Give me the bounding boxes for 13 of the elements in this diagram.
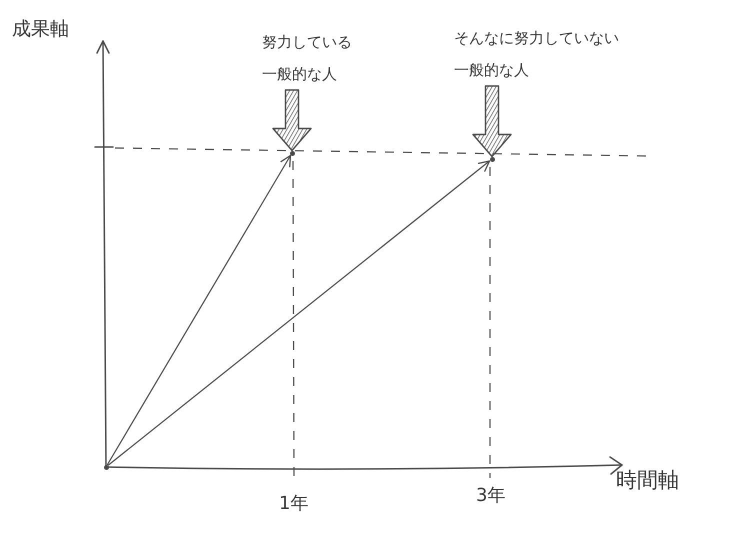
- arrow: [108, 160, 490, 466]
- annotation-text: 努力している一般的な人: [262, 26, 356, 90]
- axis-label: 時間軸: [616, 467, 679, 494]
- point-dot: [490, 156, 494, 162]
- tick-label: 3年: [476, 484, 506, 508]
- block-arrow: [272, 89, 312, 152]
- point-dot: [104, 464, 108, 470]
- annotation-text: そんなに努力していない一般的な人: [454, 22, 625, 86]
- point-dot: [290, 150, 294, 156]
- block-arrow: [472, 85, 512, 158]
- tick-label: 1年: [279, 492, 308, 516]
- arrow: [106, 154, 292, 466]
- axis-label: 成果軸: [12, 17, 69, 42]
